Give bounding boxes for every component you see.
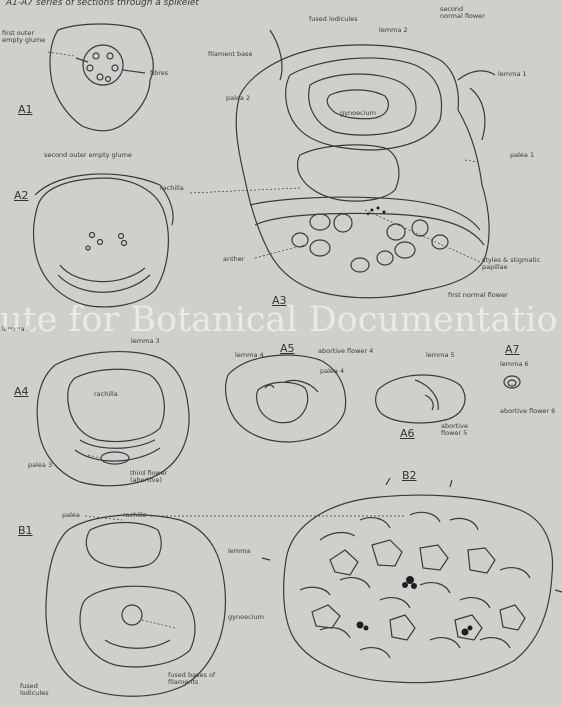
plate-title: A1-A7 series of sections through a spike… [6, 0, 199, 8]
figure-label-a2: A2 [14, 190, 29, 201]
section-a6-drawing [376, 375, 465, 423]
label-lemma1: lemma 1 [498, 71, 527, 78]
label-anther: anther [223, 256, 244, 263]
label-lemma3: lemma 3 [131, 338, 160, 345]
figure-label-a6: A6 [400, 428, 415, 439]
section-a3-drawing [236, 30, 495, 298]
figure-label-a7: A7 [505, 344, 520, 355]
label-fused-bases-of-filaments: fused bases of filaments [168, 672, 228, 686]
vascular-bundles [357, 207, 473, 636]
label-lemma-b1: lemma [228, 548, 250, 555]
label-styles-stigmatic-papillae: styles & stigmatic papillae [482, 257, 544, 271]
label-gynoecium-b1: gynoecium [228, 614, 264, 621]
label-first-normal-flower: first normal flower [448, 292, 508, 299]
section-a1-drawing [50, 24, 153, 131]
label-palea-b1: palea [62, 512, 80, 519]
label-second-normal-flower: second normal flower [440, 6, 488, 20]
label-abortive-flower5: abortive flower 5 [441, 423, 481, 437]
label-rachilla-a4: rachilla [94, 391, 118, 398]
label-palea1: palea 1 [510, 152, 534, 159]
label-lemma4: lemma 4 [235, 352, 264, 359]
figure-label-a5: A5 [280, 343, 295, 354]
label-first-outer-empty-glume: first outer empty glume [2, 30, 46, 44]
figure-label-a1: A1 [18, 104, 33, 115]
label-lemma2: lemma 2 [379, 27, 408, 34]
section-a4-drawing [37, 352, 189, 486]
figure-label-b2: B2 [402, 470, 417, 481]
label-fused-lodicules-a3: fused lodicules [309, 16, 358, 23]
section-a7-drawing [504, 376, 520, 388]
section-a2-drawing [34, 174, 174, 307]
label-lemma6: lemma 6 [500, 361, 529, 368]
label-second-outer-empty-glume: second outer empty glume [44, 152, 132, 159]
label-abortive-flower4: abortive flower 4 [318, 348, 373, 355]
label-filament-base: filament base [208, 51, 252, 58]
label-abortive-flower6: abortive flower 6 [500, 408, 558, 415]
label-palea3: palea 3 [28, 462, 52, 469]
leader-lines [48, 52, 480, 628]
label-palea2: palea 2 [226, 95, 250, 102]
label-third-flower-abortive: third flower (abortive) [130, 470, 180, 484]
label-fused-lodicules-b1: fused lodicules [20, 683, 60, 697]
section-b1-drawing [46, 515, 225, 696]
figure-label-a4: A4 [14, 386, 29, 397]
label-gynoecium-a3: gynoecium [340, 110, 376, 117]
figure-label-b1: B1 [18, 525, 33, 536]
label-rachilla-a3: rachilla [160, 185, 184, 192]
label-lemma5: lemma 5 [426, 352, 455, 359]
watermark-text: ute for Botanical Documentatio [0, 303, 562, 338]
label-fibres: fibres [150, 70, 168, 77]
label-rachilla-b1: rachilla [123, 512, 147, 519]
label-palea4: palea 4 [320, 368, 344, 375]
